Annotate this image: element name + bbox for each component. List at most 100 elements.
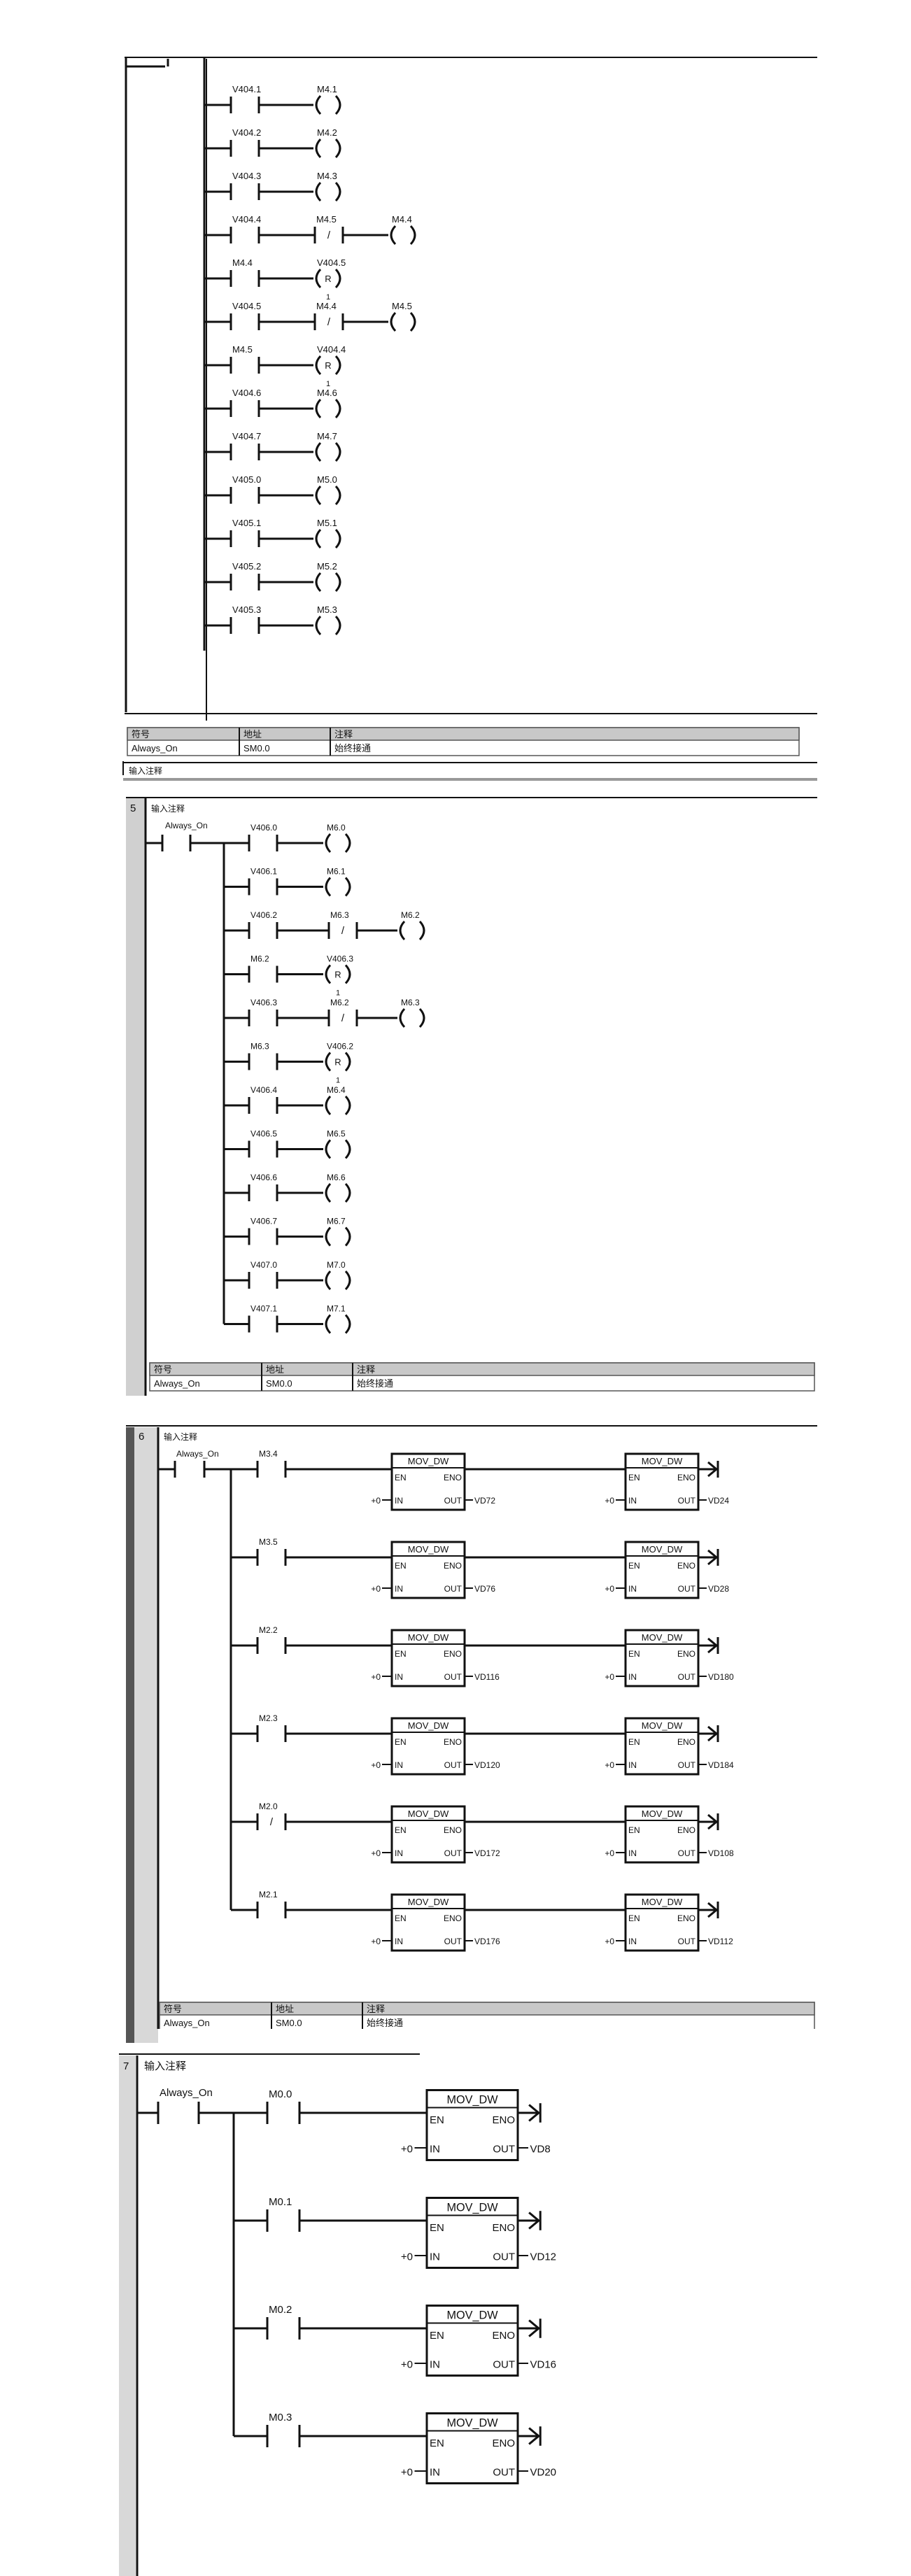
reset-coil: V406.2R1 (325, 1042, 353, 1085)
pin-out: OUT (444, 1937, 462, 1946)
contact: V406.3 (248, 998, 278, 1026)
contact: V405.0 (229, 474, 261, 504)
block-frame (624, 1893, 700, 1952)
contact: V406.2 (248, 910, 278, 939)
pin-out: OUT (493, 2358, 515, 2370)
row-comment: 始终接通 (357, 1378, 393, 1389)
pin-in: IN (395, 1848, 403, 1858)
contact: V406.7 (248, 1217, 278, 1245)
contact: V406.1 (248, 867, 278, 896)
contact: V404.7 (229, 431, 261, 460)
pin-eno: ENO (444, 1737, 462, 1747)
contact: M2.1 (256, 1890, 287, 1918)
block-name: MOV_DW (446, 2416, 498, 2429)
contact: V404.6 (229, 388, 261, 417)
network-comment: 输入注释 (164, 1431, 197, 1442)
contact-address: M6.3 (330, 910, 349, 920)
contact-address: V405.0 (232, 474, 261, 485)
eno-arrow (518, 2211, 542, 2230)
pin-out: OUT (678, 1937, 696, 1946)
block-name: MOV_DW (642, 1456, 683, 1466)
coil-address: M6.3 (401, 998, 420, 1007)
contact-address: M0.2 (269, 2304, 292, 2316)
block-frame (390, 1893, 466, 1952)
pin-in: IN (395, 1760, 403, 1770)
block-output: VD16 (530, 2358, 557, 2370)
coil-address: V406.2 (327, 1042, 353, 1052)
row-address: SM0.0 (243, 743, 270, 753)
block-output: VD76 (474, 1584, 495, 1594)
pin-eno: ENO (677, 1649, 695, 1659)
contact: M4.4 (229, 257, 260, 287)
coil-address: M6.7 (327, 1217, 346, 1226)
eno-arrow (518, 2426, 542, 2446)
contact-address: V405.1 (232, 518, 261, 528)
block-input: +0 (371, 1937, 381, 1946)
block-frame (624, 1452, 700, 1511)
pin-in: IN (395, 1937, 403, 1946)
contact-address: V406.2 (250, 910, 277, 920)
pin-out: OUT (493, 2251, 515, 2263)
contact: M6.3 (248, 1042, 278, 1070)
network-number: 6 (139, 1431, 144, 1443)
pin-en: EN (430, 2437, 444, 2449)
contact-address: V404.4 (232, 214, 261, 225)
coil: M4.6 (315, 388, 341, 419)
coil: M4.4 (390, 214, 416, 246)
coil-address: M4.4 (392, 214, 412, 225)
coil: M4.1 (315, 84, 341, 115)
eno-arrow (518, 2103, 542, 2123)
contact: M0.1 (266, 2196, 301, 2232)
contact-not-symbol: / (270, 1816, 274, 1828)
contact: /M2.0 (256, 1802, 287, 1830)
contact-address: M3.4 (259, 1449, 278, 1459)
contact: /M4.5 (313, 214, 344, 243)
header-symbol: 符号 (132, 729, 150, 739)
pin-eno: ENO (444, 1561, 462, 1571)
contact: M0.0 (266, 2088, 301, 2124)
reset-letter: R (334, 970, 341, 980)
pin-eno: ENO (492, 2437, 515, 2449)
pin-eno: ENO (492, 2114, 515, 2126)
block-output: VD120 (474, 1760, 500, 1770)
row-address: SM0.0 (276, 2018, 302, 2028)
coil-address: M6.2 (401, 910, 420, 920)
header-address: 地址 (243, 729, 262, 739)
eno-arrow (698, 1549, 719, 1566)
block-name: MOV_DW (642, 1544, 683, 1555)
pin-out: OUT (678, 1584, 696, 1594)
contact-address: M0.1 (269, 2196, 292, 2208)
pin-in: IN (395, 1672, 403, 1682)
pin-out: OUT (444, 1496, 462, 1506)
coil-address: M6.4 (327, 1085, 346, 1095)
pin-en: EN (430, 2222, 444, 2234)
contact: V404.1 (229, 84, 261, 113)
coil-address: M5.3 (317, 604, 337, 615)
coil: M6.4 (325, 1085, 351, 1116)
contact: M2.3 (256, 1713, 287, 1742)
coil: M5.2 (315, 561, 341, 593)
block-frame (425, 2412, 519, 2484)
block-frame (390, 1805, 466, 1864)
contact-address: M6.2 (250, 954, 269, 964)
contact: V404.5 (229, 301, 261, 330)
